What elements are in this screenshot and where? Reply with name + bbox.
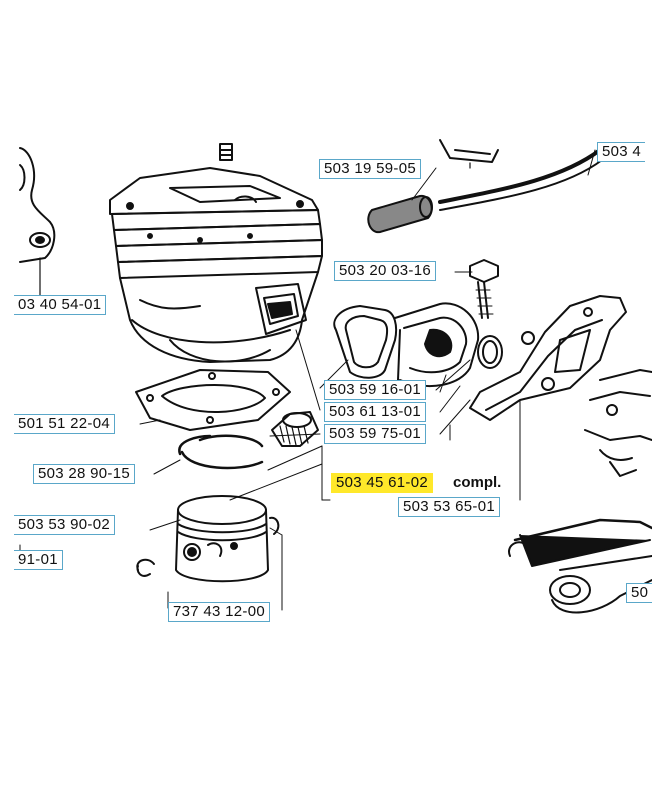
intake-ring <box>477 335 503 369</box>
part-label-503-59-75-01[interactable]: 503 59 75-01 <box>324 424 427 444</box>
fuel-hose <box>438 143 642 211</box>
part-label-503-53-90-02[interactable]: 503 53 90-02 <box>14 515 116 535</box>
part-label-03-40-54-01[interactable]: 03 40 54-01 <box>14 295 107 315</box>
carburetor-bracket <box>469 295 627 421</box>
part-label-503-53-65-01[interactable]: 503 53 65-01 <box>398 497 501 517</box>
part-label-503-19-59-05[interactable]: 503 19 59-05 <box>319 159 422 179</box>
part-label-503-61-13-01[interactable]: 503 61 13-01 <box>324 402 427 422</box>
compl-text: compl. <box>453 474 502 491</box>
filter-sleeve <box>367 194 433 234</box>
piston <box>136 495 280 583</box>
cylinder-gasket <box>135 369 291 431</box>
part-label-503-4[interactable]: 503 4 <box>597 142 646 162</box>
part-label-50[interactable]: 50 <box>626 583 652 603</box>
carburetor <box>584 369 652 477</box>
leader-lines <box>19 149 596 611</box>
part-label-503-20-03-16[interactable]: 503 20 03-16 <box>334 261 437 281</box>
bolt <box>469 259 499 319</box>
cylinder <box>109 143 323 363</box>
part-label-737-43-12-00[interactable]: 737 43 12-00 <box>168 602 271 622</box>
part-label-501-51-22-04[interactable]: 501 51 22-04 <box>14 414 116 434</box>
needle-bearing <box>271 411 319 447</box>
handle-part <box>508 518 652 614</box>
top-cover-part <box>439 139 499 169</box>
part-label-503-45-61-02[interactable]: 503 45 61-02 <box>331 473 434 493</box>
part-label-503-59-16-01[interactable]: 503 59 16-01 <box>324 380 427 400</box>
piston-rings <box>178 434 264 470</box>
left-housing-part <box>19 147 56 301</box>
part-label-503-28-90-15[interactable]: 503 28 90-15 <box>33 464 136 484</box>
part-label-91-01[interactable]: 91-01 <box>14 550 63 570</box>
intake-boot <box>333 302 480 387</box>
